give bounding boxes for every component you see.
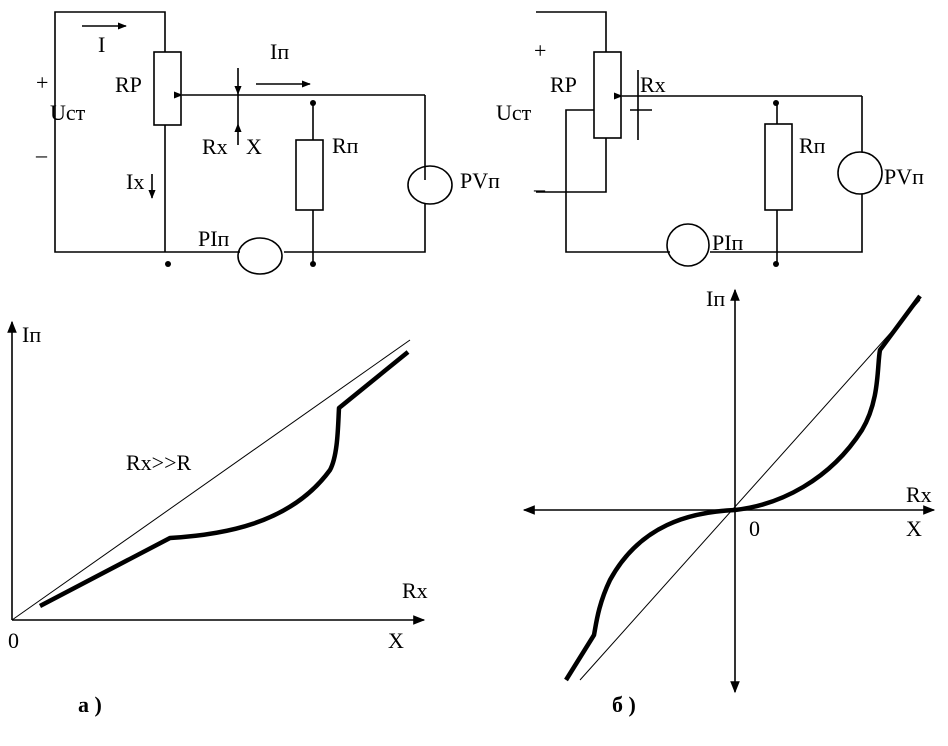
wire-source-top-b: [536, 11, 607, 52]
graph-b-curve: [564, 294, 922, 682]
label-voltmeter-b: PVп: [884, 164, 924, 189]
graph-a-ideal-line: [11, 339, 411, 621]
graph-a-curve: [38, 350, 410, 608]
graph-a-ideal-label: Rх>>R: [126, 450, 191, 475]
graph-a-y-label: Iп: [22, 322, 41, 347]
label-current-load-a: Iп: [270, 39, 289, 64]
node-b1: [773, 100, 779, 106]
graph-b-x-label-position: X: [906, 516, 922, 541]
ammeter-a: [237, 237, 283, 275]
label-load-resistor-b: Rп: [799, 133, 826, 158]
graph-a-caption: а ): [78, 692, 102, 717]
graph-b-x-label-resistance: Rх: [906, 482, 932, 507]
label-load-resistor-a: Rп: [332, 133, 359, 158]
graph-a-x-label-position: X: [388, 628, 404, 653]
ammeter-b: [666, 223, 710, 267]
label-pot-b: RP: [550, 72, 577, 97]
graph-a-x-label-resistance: Rх: [402, 578, 428, 603]
node-a2: [165, 261, 171, 267]
label-tap-resistance-b: Rх: [640, 72, 666, 97]
graph-b-caption: б ): [612, 692, 636, 717]
label-current-x: Iх: [126, 169, 144, 194]
label-plus-b: +: [534, 38, 546, 63]
node-a1: [310, 100, 316, 106]
wire-right-b: [710, 96, 863, 253]
label-ammeter-b: PIп: [712, 230, 744, 255]
load-resistor-b: [764, 123, 793, 211]
load-resistor-a: [295, 139, 324, 211]
graph-a: Iп Rх>>R Rх X 0 а ): [7, 320, 428, 717]
label-current-i: I: [98, 32, 105, 57]
wire-right-a: [284, 204, 426, 253]
node-a3: [310, 261, 316, 267]
node-b2: [773, 261, 779, 267]
label-source-b: Uст: [496, 100, 532, 125]
graph-b: Iп Rх X 0 б ): [522, 286, 936, 717]
graph-a-origin: 0: [8, 628, 19, 653]
graph-b-ideal-line: [579, 299, 921, 681]
label-minus-b: –: [533, 176, 546, 201]
label-pot-a: RP: [115, 72, 142, 97]
circuit-a: + Uст – I RP Iп Iх Rх X Rп PVп PIп: [35, 11, 500, 275]
label-minus-a: –: [35, 142, 48, 167]
voltmeter-a: [407, 165, 453, 205]
label-plus-a: +: [36, 70, 48, 95]
voltmeter-b: [837, 151, 883, 195]
wire-pot-bottom-b: [536, 138, 607, 193]
tap-marker-b: [630, 70, 652, 140]
label-source-a: Uст: [50, 100, 86, 125]
graph-b-y-label: Iп: [706, 286, 725, 311]
potentiometer-a: [153, 51, 182, 126]
graph-b-origin: 0: [749, 516, 760, 541]
circuit-b: + Uст – RP Rх Rп PVп PIп: [496, 11, 924, 267]
label-tap-position-a: X: [246, 134, 262, 159]
label-ammeter-a: PIп: [198, 226, 230, 251]
wire-inner-b: [565, 109, 670, 253]
label-tap-resistance-a: Rх: [202, 134, 228, 159]
potentiometer-b: [593, 51, 622, 139]
wire-source-a: [54, 11, 240, 253]
label-voltmeter-a: PVп: [460, 168, 500, 193]
